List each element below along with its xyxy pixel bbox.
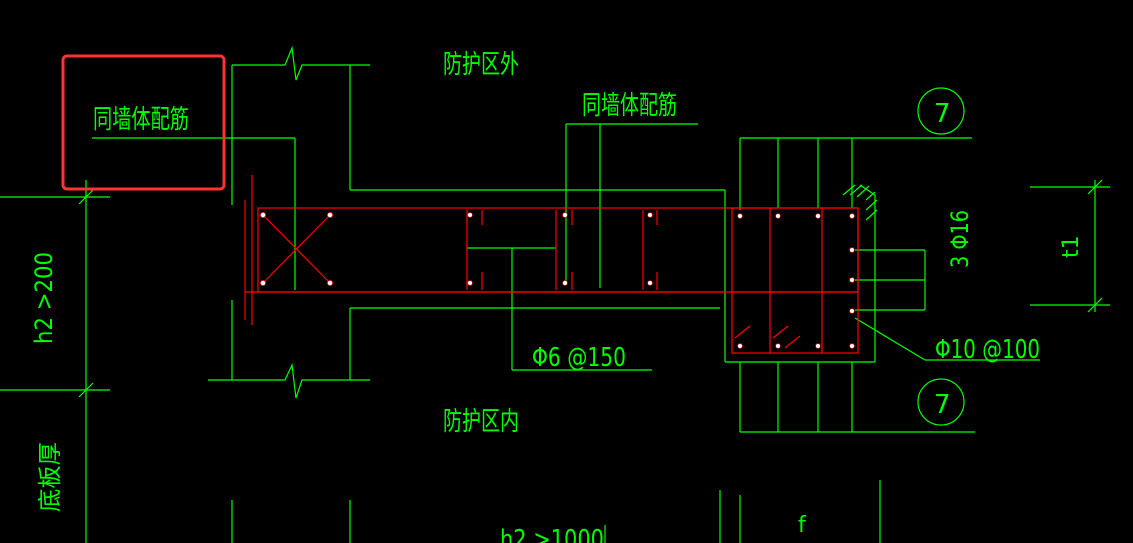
wall-outline xyxy=(0,45,1110,543)
label-dim-f: f xyxy=(798,513,807,538)
label-longitudinal-bars: 3 Φ16 xyxy=(946,210,974,268)
label-section-mark-bottom: 7 xyxy=(934,390,951,420)
label-slab-thickness: 底板厚 xyxy=(36,442,64,512)
highlight-box xyxy=(61,54,226,191)
label-wall-rebar-mid: 同墙体配筋 xyxy=(582,91,677,121)
section-marker-top xyxy=(917,87,965,135)
corner-hatch xyxy=(842,184,878,221)
label-stirrup-spec: Φ6 @150 xyxy=(532,343,626,373)
label-protect-inside: 防护区内 xyxy=(443,407,519,437)
label-protect-outside: 防护区外 xyxy=(443,50,519,80)
label-column-stirrup-spec: Φ10 @100 xyxy=(935,335,1040,365)
section-marker-bottom xyxy=(917,378,965,426)
rebar-dots xyxy=(260,212,855,349)
label-section-mark-top: 7 xyxy=(934,99,951,129)
label-dim-h2-left: h2 >200 xyxy=(30,252,58,344)
label-wall-rebar-left: 同墙体配筋 xyxy=(93,105,189,135)
label-dim-t1: t1 xyxy=(1059,235,1084,258)
label-dim-h2-bottom: h2 >1000 xyxy=(500,525,604,543)
rebar-layout xyxy=(244,175,859,354)
